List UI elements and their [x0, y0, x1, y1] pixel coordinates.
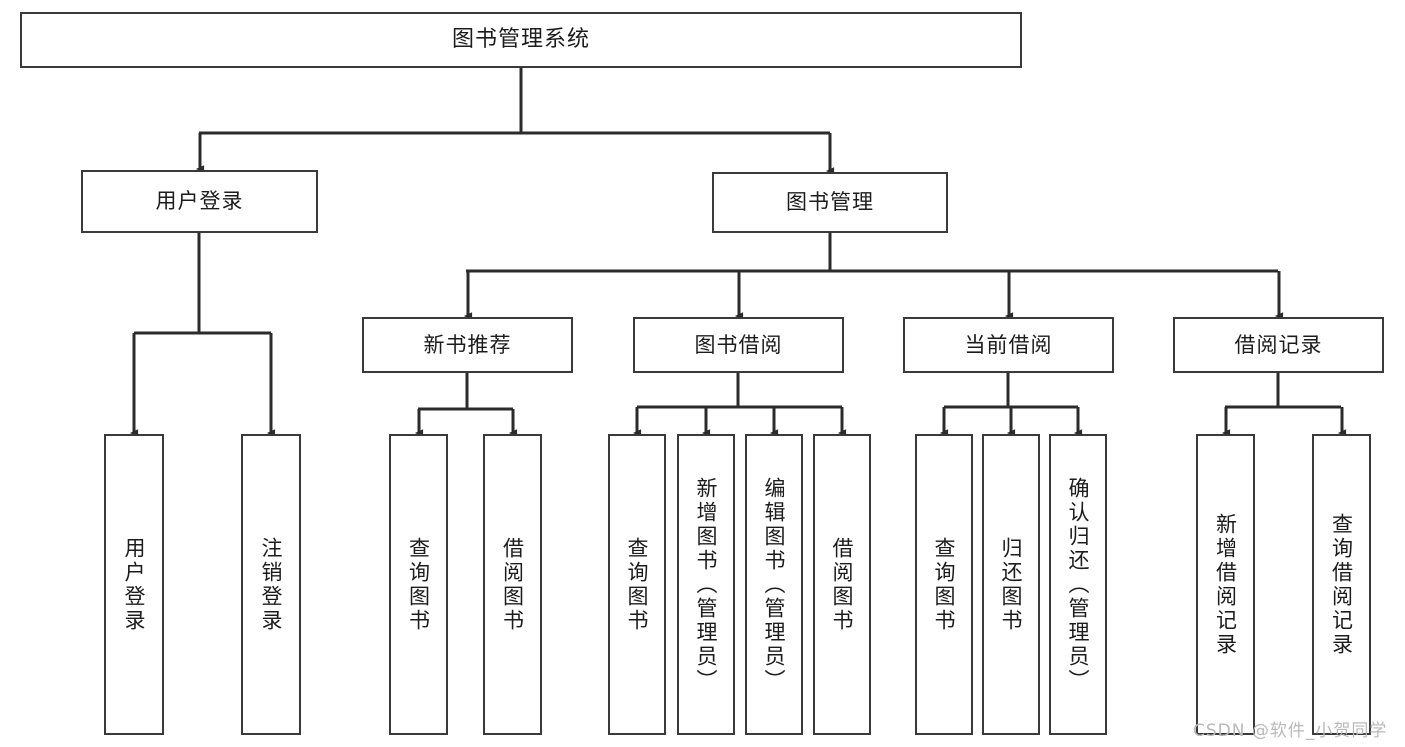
- node-label-leaf-cur-3: 确认归还（管理员）: [1066, 476, 1091, 693]
- node-label-leaf-rec-1: 新增借阅记录: [1213, 512, 1238, 657]
- node-label-leaf-rec-2: 查询借阅记录: [1329, 512, 1354, 657]
- node-label-record: 借阅记录: [1234, 332, 1323, 357]
- node-record[interactable]: 借阅记录: [1173, 317, 1384, 373]
- node-leaf-new-2[interactable]: 借阅图书: [483, 434, 542, 735]
- node-leaf-new-1[interactable]: 查询图书: [389, 434, 448, 735]
- node-leaf-cur-2[interactable]: 归还图书: [982, 434, 1040, 735]
- node-newbook[interactable]: 新书推荐: [362, 317, 573, 373]
- node-leaf-login-2[interactable]: 注销登录: [241, 434, 301, 735]
- node-login[interactable]: 用户登录: [81, 170, 318, 233]
- node-leaf-cur-3[interactable]: 确认归还（管理员）: [1049, 434, 1107, 735]
- node-label-leaf-new-2: 借阅图书: [500, 536, 525, 633]
- node-label-leaf-borrow-1: 查询图书: [625, 536, 650, 633]
- node-bookmgmt[interactable]: 图书管理: [712, 172, 948, 233]
- node-root[interactable]: 图书管理系统: [20, 12, 1022, 68]
- csdn-watermark: CSDN @软件_小贺同学: [1193, 721, 1388, 741]
- node-label-bookmgmt: 图书管理: [786, 190, 874, 215]
- node-label-leaf-borrow-3: 编辑图书（管理员）: [762, 476, 787, 693]
- node-leaf-borrow-1[interactable]: 查询图书: [608, 434, 666, 735]
- node-label-leaf-login-2: 注销登录: [259, 536, 284, 633]
- node-label-leaf-borrow-2: 新增图书（管理员）: [694, 476, 719, 693]
- node-leaf-borrow-2[interactable]: 新增图书（管理员）: [677, 434, 735, 735]
- node-label-newbook: 新书推荐: [423, 332, 512, 357]
- connector-group: [129, 68, 1347, 437]
- node-label-leaf-borrow-4: 借阅图书: [830, 536, 855, 633]
- node-leaf-login-1[interactable]: 用户登录: [104, 434, 164, 735]
- node-label-leaf-login-1: 用户登录: [122, 536, 147, 633]
- node-borrow[interactable]: 图书借阅: [633, 317, 844, 373]
- node-label-root: 图书管理系统: [451, 27, 590, 53]
- node-label-current: 当前借阅: [964, 332, 1053, 357]
- node-current[interactable]: 当前借阅: [903, 317, 1114, 373]
- node-label-login: 用户登录: [155, 189, 244, 214]
- node-label-borrow: 图书借阅: [694, 332, 783, 357]
- node-leaf-rec-1[interactable]: 新增借阅记录: [1196, 434, 1255, 735]
- node-label-leaf-new-1: 查询图书: [406, 536, 431, 633]
- node-leaf-borrow-4[interactable]: 借阅图书: [813, 434, 871, 735]
- node-leaf-cur-1[interactable]: 查询图书: [915, 434, 973, 735]
- node-label-leaf-cur-2: 归还图书: [999, 536, 1024, 633]
- node-leaf-rec-2[interactable]: 查询借阅记录: [1312, 434, 1371, 735]
- node-leaf-borrow-3[interactable]: 编辑图书（管理员）: [745, 434, 803, 735]
- node-label-leaf-cur-1: 查询图书: [932, 536, 957, 633]
